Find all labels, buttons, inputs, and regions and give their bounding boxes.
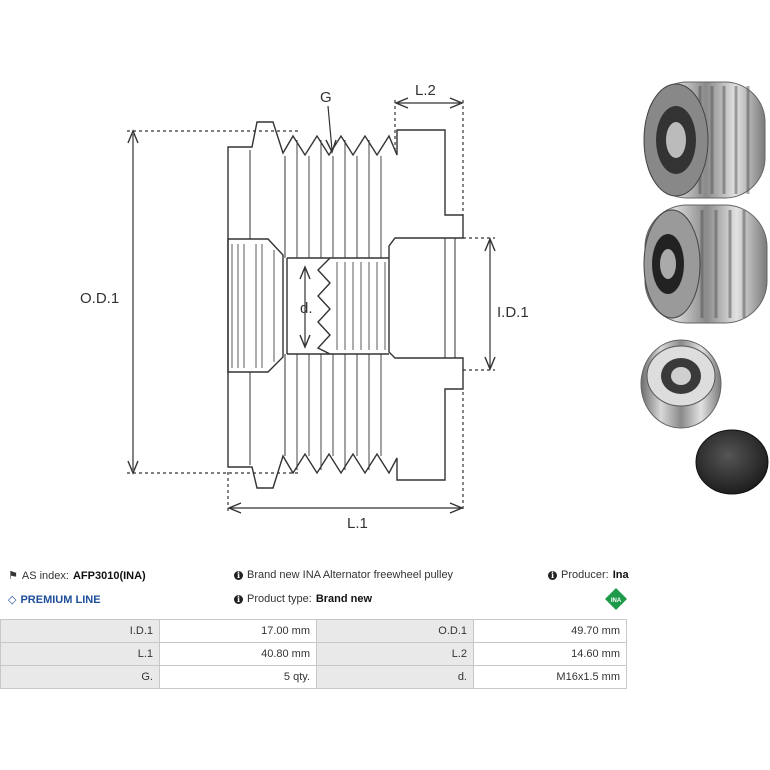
spec-label: L.1 [0, 642, 160, 666]
technical-drawing: G L.2 O.D.1 I.D.1 d. L.1 [80, 81, 769, 532]
product-photo-cap [695, 429, 769, 495]
description: i Brand new INA Alternator freewheel pul… [234, 569, 453, 581]
info-icon: i [548, 570, 557, 580]
ina-logo: INA [605, 588, 627, 610]
table-row: G. 5 qty. d. M16x1.5 mm [0, 665, 627, 689]
label-id1: I.D.1 [497, 304, 529, 321]
table-row: I.D.1 17.00 mm O.D.1 49.70 mm [0, 619, 627, 643]
product-type: i Product type: Brand new [234, 593, 372, 605]
premium-line-label: PREMIUM LINE [20, 593, 101, 606]
info-icon: i [234, 594, 243, 604]
label-g: G [320, 89, 332, 106]
spec-label: L.2 [316, 642, 474, 666]
dimension-labels: G L.2 O.D.1 I.D.1 d. L.1 [80, 82, 529, 532]
product-type-value: Brand new [315, 593, 373, 605]
as-index-label: AS index: [21, 569, 69, 582]
svg-text:INA: INA [611, 598, 622, 604]
producer-value: Ina [612, 569, 629, 581]
spec-value: M16x1.5 mm [473, 665, 627, 689]
as-index: ⚑ AS index: AFP3010(INA) [8, 569, 146, 583]
pulley-cross-section [227, 121, 464, 489]
spec-table: I.D.1 17.00 mm O.D.1 49.70 mm L.1 40.80 … [0, 619, 627, 689]
spec-value: 5 qty. [159, 665, 317, 689]
spec-value: 17.00 mm [159, 619, 317, 643]
dimension-lines [127, 97, 496, 514]
spec-label: G. [0, 665, 160, 689]
diamond-icon: ◇ [8, 594, 17, 606]
premium-line: ◇ PREMIUM LINE [8, 593, 101, 607]
producer: i Producer: Ina [548, 569, 629, 581]
product-photo-angled [643, 204, 768, 324]
product-photo-front [640, 339, 722, 429]
info-icon: i [234, 570, 243, 580]
label-l2: L.2 [415, 82, 436, 99]
spec-label: d. [316, 665, 474, 689]
spec-value: 40.80 mm [159, 642, 317, 666]
spec-label: I.D.1 [0, 619, 160, 643]
spec-value: 14.60 mm [473, 642, 627, 666]
spec-value: 49.70 mm [473, 619, 627, 643]
label-l1: L.1 [347, 515, 368, 532]
tag-icon: ⚑ [8, 570, 18, 582]
label-d: d. [300, 300, 313, 317]
spec-label: O.D.1 [316, 619, 474, 643]
product-type-label: Product type: [247, 593, 312, 605]
description-text: Brand new INA Alternator freewheel pulle… [247, 569, 454, 581]
table-row: L.1 40.80 mm L.2 14.60 mm [0, 642, 627, 666]
label-od1: O.D.1 [80, 290, 119, 307]
as-index-value: AFP3010(INA) [72, 569, 146, 582]
producer-label: Producer: [561, 569, 609, 581]
product-photo-side [643, 81, 766, 199]
